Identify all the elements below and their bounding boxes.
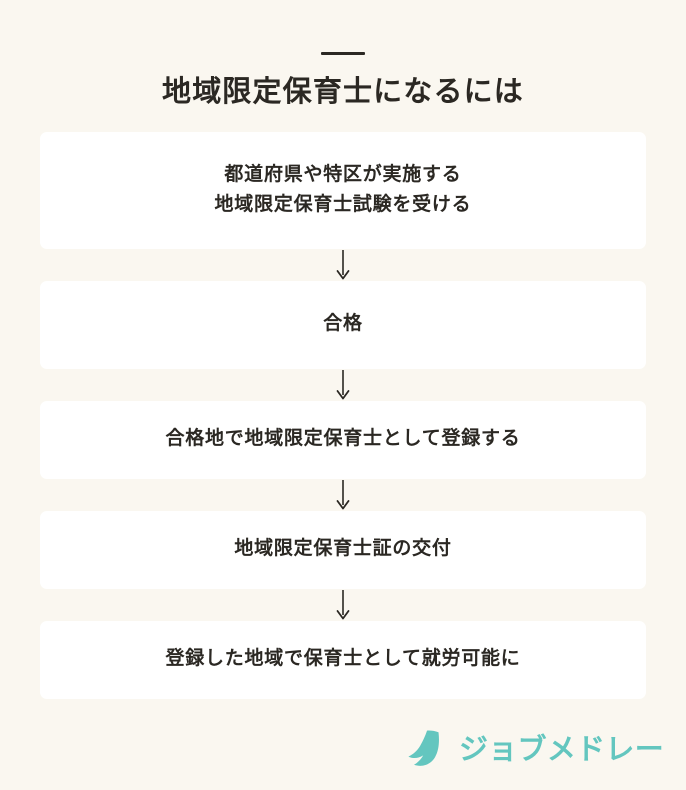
flow-step-2: 合格 bbox=[40, 280, 646, 369]
flow-arrow-3 bbox=[40, 479, 646, 511]
crescent-j-mark-icon bbox=[408, 730, 439, 766]
title-divider-rule bbox=[321, 52, 365, 55]
flowchart: 都道府県や特区が実施する 地域限定保育士試験を受ける 合格 合格地で地域限定保育… bbox=[40, 110, 646, 699]
arrow-down-icon bbox=[336, 249, 350, 280]
flow-step-5: 登録した地域で保育士として就労可能に bbox=[40, 620, 646, 699]
flow-step-1-label: 都道府県や特区が実施する 地域限定保育士試験を受ける bbox=[214, 163, 472, 216]
flow-step-4: 地域限定保育士証の交付 bbox=[40, 510, 646, 589]
brand-logo-text: ジョブメドレー bbox=[458, 733, 664, 766]
arrow-down-icon bbox=[336, 589, 350, 620]
arrow-down-icon bbox=[336, 369, 350, 400]
flow-step-1: 都道府県や特区が実施する 地域限定保育士試験を受ける bbox=[40, 131, 646, 249]
flow-step-3-label: 合格地で地域限定保育士として登録する bbox=[165, 428, 521, 450]
brand-logo: ジョブメドレー bbox=[404, 730, 664, 770]
header: 地域限定保育士になるには bbox=[0, 0, 686, 110]
flow-step-5-label: 登録した地域で保育士として就労可能に bbox=[165, 648, 521, 670]
page-title: 地域限定保育士になるには bbox=[162, 76, 524, 108]
flow-arrow-2 bbox=[40, 369, 646, 401]
flow-arrow-4 bbox=[40, 589, 646, 621]
flow-step-3: 合格地で地域限定保育士として登録する bbox=[40, 400, 646, 479]
flow-step-4-label: 地域限定保育士証の交付 bbox=[234, 538, 452, 560]
arrow-down-icon bbox=[336, 479, 350, 510]
flow-arrow-1 bbox=[40, 249, 646, 281]
flow-step-2-label: 合格 bbox=[323, 313, 363, 335]
